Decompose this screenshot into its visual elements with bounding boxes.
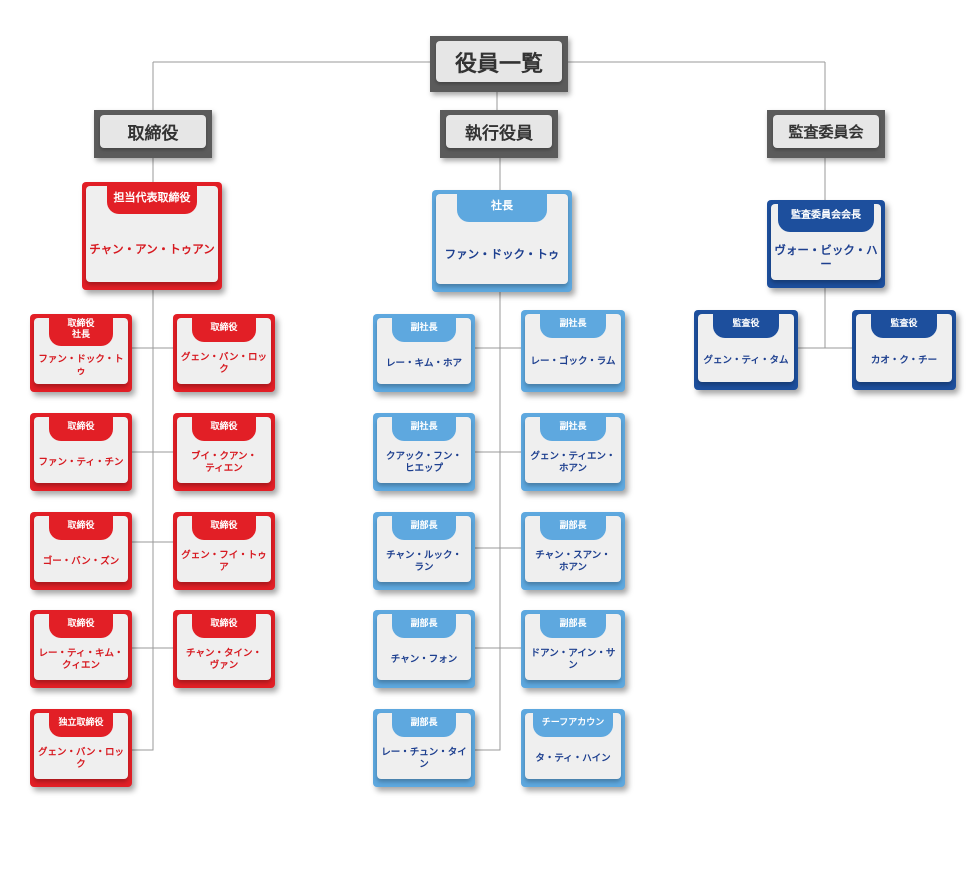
person-name: グェン・ティ・タム (703, 355, 789, 367)
person-name: チャン・アン・トゥアン (89, 241, 215, 256)
person-name: レー・ティ・キム・ クィエン (38, 648, 124, 671)
person-name: チャン・スアン・ ホアン (535, 550, 611, 573)
column-header-audit-label: 監査委員会 (773, 115, 879, 148)
executive-member-card: 副部長 チャン・ルック・ ラン (373, 512, 475, 590)
executive-member-card: チーフアカウン タ・ティ・ハイン (521, 709, 625, 787)
person-name: クアック・フン・ ヒエップ (385, 451, 462, 474)
executive-member-card: 副社長 グェン・ティエン・ ホアン (521, 413, 625, 491)
role-label: 監査委員会会長 (777, 200, 875, 232)
executive-member-card: 副社長 レー・キム・ホア (373, 314, 475, 392)
board-member-card: 取締役 レー・ティ・キム・ クィエン (30, 610, 132, 688)
executive-member-card: 副部長 チャン・フォン (373, 610, 475, 688)
executive-lead-card: 社長 ファン・ドック・トゥ (432, 190, 572, 292)
board-member-card: 取締役 グェン・フイ・トゥア (173, 512, 275, 590)
person-name: グェン・バン・ロック (38, 747, 124, 770)
column-header-executive: 執行役員 (440, 110, 558, 158)
role-label: 副部長 (540, 512, 606, 540)
role-label: 取締役 (49, 413, 113, 441)
person-name: タ・ティ・ハイン (535, 753, 611, 765)
person-name: ファン・ドック・トゥ (38, 354, 124, 377)
role-label: 副部長 (392, 610, 456, 638)
role-label: 取締役 (192, 413, 256, 441)
role-label: 副部長 (540, 610, 606, 638)
board-member-card: 取締役 グェン・バン・ロック (173, 314, 275, 392)
person-name: ファン・ドック・トゥ (444, 246, 560, 261)
executive-member-card: 副部長 チャン・スアン・ ホアン (521, 512, 625, 590)
audit-member-card: 監査役 カオ・ク・チー (852, 310, 956, 390)
person-name: グェン・フイ・トゥア (181, 550, 267, 573)
role-label: チーフアカウン (532, 709, 614, 737)
person-name: ゴー・バン・ズン (42, 556, 120, 568)
role-label: 社長 (457, 190, 547, 222)
person-name: レー・ゴック・ラム (530, 356, 616, 368)
role-label: 取締役 (192, 610, 256, 638)
connector-board-rows (130, 347, 175, 649)
person-name: ブイ・クアン・ ティエン (190, 451, 258, 474)
board-member-card: 独立取締役 グェン・バン・ロック (30, 709, 132, 787)
executive-member-card: 副社長 レー・ゴック・ラム (521, 310, 625, 392)
role-label: 取締役 (49, 610, 113, 638)
person-name: グェン・ティエン・ ホアン (530, 451, 616, 474)
role-label: 副社長 (540, 413, 606, 441)
person-name: グェン・バン・ロック (181, 352, 267, 375)
column-header-board: 取締役 (94, 110, 212, 158)
role-label: 取締役 (192, 512, 256, 540)
audit-lead-card: 監査委員会会長 ヴォー・ビック・ハー (767, 200, 885, 288)
person-name: チャン・タイン・ ヴァン (186, 648, 262, 671)
org-chart-title-label: 役員一覧 (436, 41, 562, 82)
role-label: 取締役 (192, 314, 256, 342)
role-label: 副社長 (540, 310, 606, 338)
role-label: 監査役 (871, 310, 937, 338)
connector-exec-rows (472, 347, 523, 649)
column-header-board-label: 取締役 (100, 115, 206, 148)
role-label: 取締役 (49, 512, 113, 540)
role-label: 副社長 (392, 413, 456, 441)
person-name: カオ・ク・チー (870, 355, 938, 367)
board-member-card: 取締役 チャン・タイン・ ヴァン (173, 610, 275, 688)
executive-member-card: 副部長 ドアン・アイン・サン (521, 610, 625, 688)
board-member-card: 取締役 社長 ファン・ドック・トゥ (30, 314, 132, 392)
person-name: ファン・ティ・チン (38, 457, 124, 469)
column-header-executive-label: 執行役員 (446, 115, 552, 148)
executive-member-card: 副社長 クアック・フン・ ヒエップ (373, 413, 475, 491)
person-name: ドアン・アイン・サン (530, 648, 616, 671)
role-label: 副部長 (392, 512, 456, 540)
person-name: チャン・フォン (390, 654, 458, 666)
role-label: 独立取締役 (49, 709, 113, 737)
person-name: レー・チュン・タイン (381, 747, 467, 770)
person-name: レー・キム・ホア (385, 358, 462, 370)
board-member-card: 取締役 ブイ・クアン・ ティエン (173, 413, 275, 491)
role-label: 副社長 (392, 314, 456, 342)
role-label: 副部長 (392, 709, 456, 737)
board-lead-card: 担当代表取締役 チャン・アン・トゥアン (82, 182, 222, 290)
executive-member-card: 副部長 レー・チュン・タイン (373, 709, 475, 787)
person-name: チャン・ルック・ ラン (386, 550, 462, 573)
connector-exec-trunk (472, 290, 501, 751)
audit-member-card: 監査役 グェン・ティ・タム (694, 310, 798, 390)
role-label: 取締役 社長 (49, 314, 113, 346)
connector-board-trunk (130, 286, 154, 751)
column-header-audit: 監査委員会 (767, 110, 885, 158)
org-chart-title: 役員一覧 (430, 36, 568, 92)
person-name: ヴォー・ビック・ハー (774, 242, 878, 271)
role-label: 担当代表取締役 (107, 182, 197, 214)
board-member-card: 取締役 ファン・ティ・チン (30, 413, 132, 491)
connector-audit-members (797, 288, 855, 349)
role-label: 監査役 (713, 310, 779, 338)
board-member-card: 取締役 ゴー・バン・ズン (30, 512, 132, 590)
